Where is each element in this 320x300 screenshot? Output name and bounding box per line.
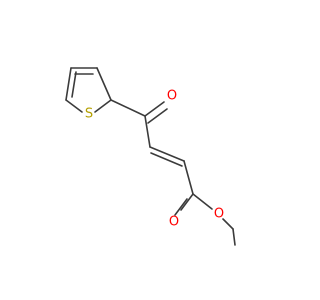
atom-label-o-ether: O — [214, 207, 224, 222]
bond-ketone-c5 — [144, 115, 151, 148]
bond-ester-o-double-b — [174, 198, 188, 216]
bond-c5-c6-inner — [150, 152, 183, 167]
bond-o-methyl — [222, 218, 234, 230]
atom-label-o-ketone: O — [167, 89, 177, 104]
bond-c5-c6 — [149, 146, 185, 162]
bond-methyl-end — [232, 228, 236, 246]
bond-ester-o-double-a — [180, 193, 194, 211]
bond-ketone-o-double-a — [144, 101, 165, 117]
atom-label-s: S — [85, 107, 93, 122]
molecule-canvas: S O O O — [65, 67, 236, 246]
molecule-structure: S O O O — [65, 67, 236, 246]
bond-c1-c2 — [65, 67, 72, 101]
bond-c1-c2-inner — [71, 71, 77, 98]
bond-c4-ketone — [110, 99, 146, 117]
bond-s1-c1 — [65, 99, 83, 113]
bond-c6-ester-c — [183, 160, 194, 195]
atom-label-o-carbonyl: O — [169, 215, 179, 230]
bond-c3-c4 — [96, 67, 112, 101]
bond-c4-s1 — [94, 99, 112, 113]
bond-ester-c-o-single — [192, 193, 213, 210]
bond-ketone-o-double-b — [147, 108, 168, 124]
